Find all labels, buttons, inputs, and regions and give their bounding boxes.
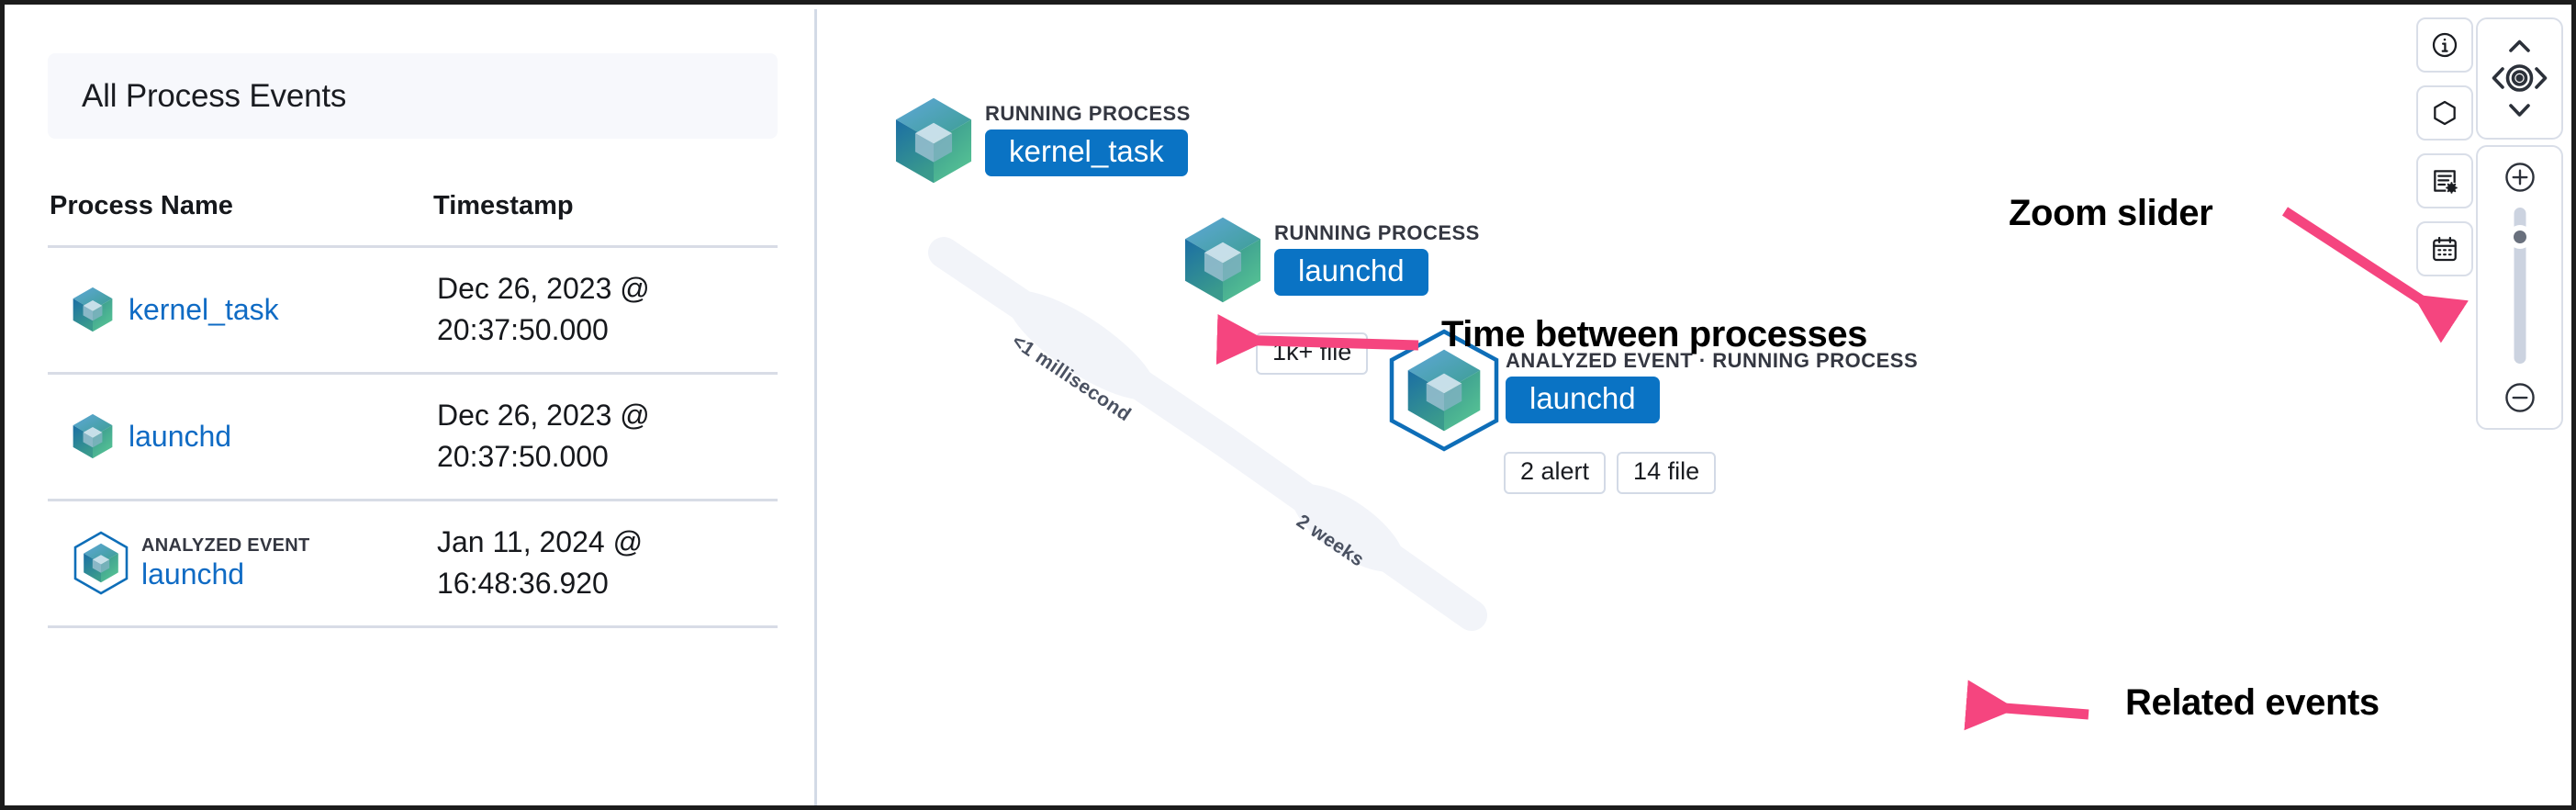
zoom-slider-thumb[interactable] xyxy=(2508,226,2531,248)
analyzed-event-badge: ANALYZED EVENT xyxy=(141,534,310,556)
process-name-link[interactable]: launchd xyxy=(129,419,232,453)
node-kind-label: RUNNING PROCESS xyxy=(985,102,1191,125)
graph-node-analyzed-launchd[interactable]: ANALYZED EVENT · RUNNING PROCESS launchd xyxy=(1386,329,1918,452)
cube-icon xyxy=(1407,349,1481,432)
process-name-link[interactable]: kernel_task xyxy=(129,292,279,326)
table-header-row: Process Name Timestamp xyxy=(48,182,778,248)
target-center-icon xyxy=(2505,64,2534,92)
analyzed-event-hexagon-icon xyxy=(73,531,129,595)
badge-file-count[interactable]: 14 file xyxy=(1617,452,1717,494)
table-row[interactable]: kernel_task Dec 26, 2023 @ 20:37:50.000 xyxy=(48,246,778,375)
timestamp-date: Jan 11, 2024 @ xyxy=(437,524,644,558)
cell-process-name: launchd xyxy=(48,373,433,501)
cube-hexagon-icon xyxy=(72,531,130,595)
calendar-icon xyxy=(2433,236,2457,262)
chevron-right-icon xyxy=(2535,67,2548,89)
process-name-link[interactable]: launchd xyxy=(141,557,245,591)
timestamp-time: 16:48:36.920 xyxy=(437,567,609,601)
timestamp-date: Dec 26, 2023 @ xyxy=(437,398,650,432)
badge-file-count[interactable]: 1k+ file xyxy=(1256,332,1369,375)
minus-circle-icon[interactable] xyxy=(2503,380,2537,415)
graph-node-launchd[interactable]: RUNNING PROCESS launchd xyxy=(1182,216,1480,304)
plus-circle-icon[interactable] xyxy=(2503,160,2537,195)
cube-icon xyxy=(1184,217,1261,303)
edge-label-backdrop-1 xyxy=(1006,290,1157,400)
process-events-panel: All Process Events Process Name Timestam… xyxy=(9,9,817,805)
chevron-left-icon xyxy=(2492,67,2504,89)
process-events-table: Process Name Timestamp xyxy=(48,182,778,628)
graph-edges xyxy=(928,237,1487,631)
column-header-process-name[interactable]: Process Name xyxy=(48,182,433,248)
node-name-pill[interactable]: launchd xyxy=(1274,249,1428,297)
cell-timestamp: Dec 26, 2023 @ 20:37:50.000 xyxy=(433,373,778,501)
annotation-related-events: Related events xyxy=(2125,682,2380,723)
cell-timestamp: Jan 11, 2024 @ 16:48:36.920 xyxy=(433,500,778,628)
timestamp-date: Dec 26, 2023 @ xyxy=(437,272,650,305)
pan-control[interactable] xyxy=(2476,17,2563,140)
hexagon-icon xyxy=(2434,100,2456,126)
date-picker-button[interactable] xyxy=(2416,221,2473,276)
info-circle-icon xyxy=(2432,32,2458,58)
page-title: All Process Events xyxy=(82,77,347,114)
badge-alert-count[interactable]: 2 alert xyxy=(1504,452,1607,494)
cell-timestamp: Dec 26, 2023 @ 20:37:50.000 xyxy=(433,246,778,375)
cube-icon xyxy=(73,287,113,332)
timestamp-time: 20:37:50.000 xyxy=(437,313,609,347)
node-shape-button[interactable] xyxy=(2416,85,2473,141)
info-button[interactable] xyxy=(2416,17,2473,73)
cube-icon xyxy=(73,414,113,459)
annotation-time-between-processes: Time between processes xyxy=(1441,314,1868,354)
cube-icon xyxy=(895,97,972,184)
chevron-up-icon xyxy=(2509,39,2530,52)
process-graph-canvas[interactable]: <1 millisecond 2 weeks xyxy=(820,9,2571,805)
table-row[interactable]: ANALYZED EVENT launchd Jan 11, 2024 @ 16… xyxy=(48,500,778,628)
annotation-zoom-slider: Zoom slider xyxy=(2009,193,2213,233)
graph-navigation-controls xyxy=(2476,17,2563,430)
table-row[interactable]: launchd Dec 26, 2023 @ 20:37:50.000 xyxy=(48,373,778,501)
panel-header-card: All Process Events xyxy=(48,53,778,139)
node-name-pill[interactable]: kernel_task xyxy=(985,129,1188,177)
cell-process-name: kernel_task xyxy=(48,246,433,375)
cube-icon xyxy=(84,543,118,583)
node-badges: 2 alert 14 file xyxy=(1504,452,1717,494)
node-name-pill[interactable]: launchd xyxy=(1506,377,1660,424)
node-badges: 1k+ file xyxy=(1256,332,1369,375)
edge-label-backdrop-2 xyxy=(1291,484,1405,572)
node-kind-label: ANALYZED EVENT · RUNNING PROCESS xyxy=(1506,349,1919,372)
node-kind-label: RUNNING PROCESS xyxy=(1274,221,1480,244)
zoom-slider-control[interactable] xyxy=(2476,145,2563,430)
cell-process-name: ANALYZED EVENT launchd xyxy=(48,500,433,628)
analyzed-event-node-icon xyxy=(1386,329,1502,452)
timestamp-time: 20:37:50.000 xyxy=(437,440,609,474)
field-settings-button[interactable] xyxy=(2416,153,2473,208)
graph-toolbar xyxy=(2416,17,2473,276)
pan-control-icons xyxy=(2492,39,2548,117)
graph-node-kernel-task[interactable]: RUNNING PROCESS kernel_task xyxy=(893,96,1191,185)
list-settings-icon xyxy=(2434,170,2458,194)
chevron-down-icon xyxy=(2509,104,2530,117)
column-header-timestamp[interactable]: Timestamp xyxy=(433,182,778,248)
